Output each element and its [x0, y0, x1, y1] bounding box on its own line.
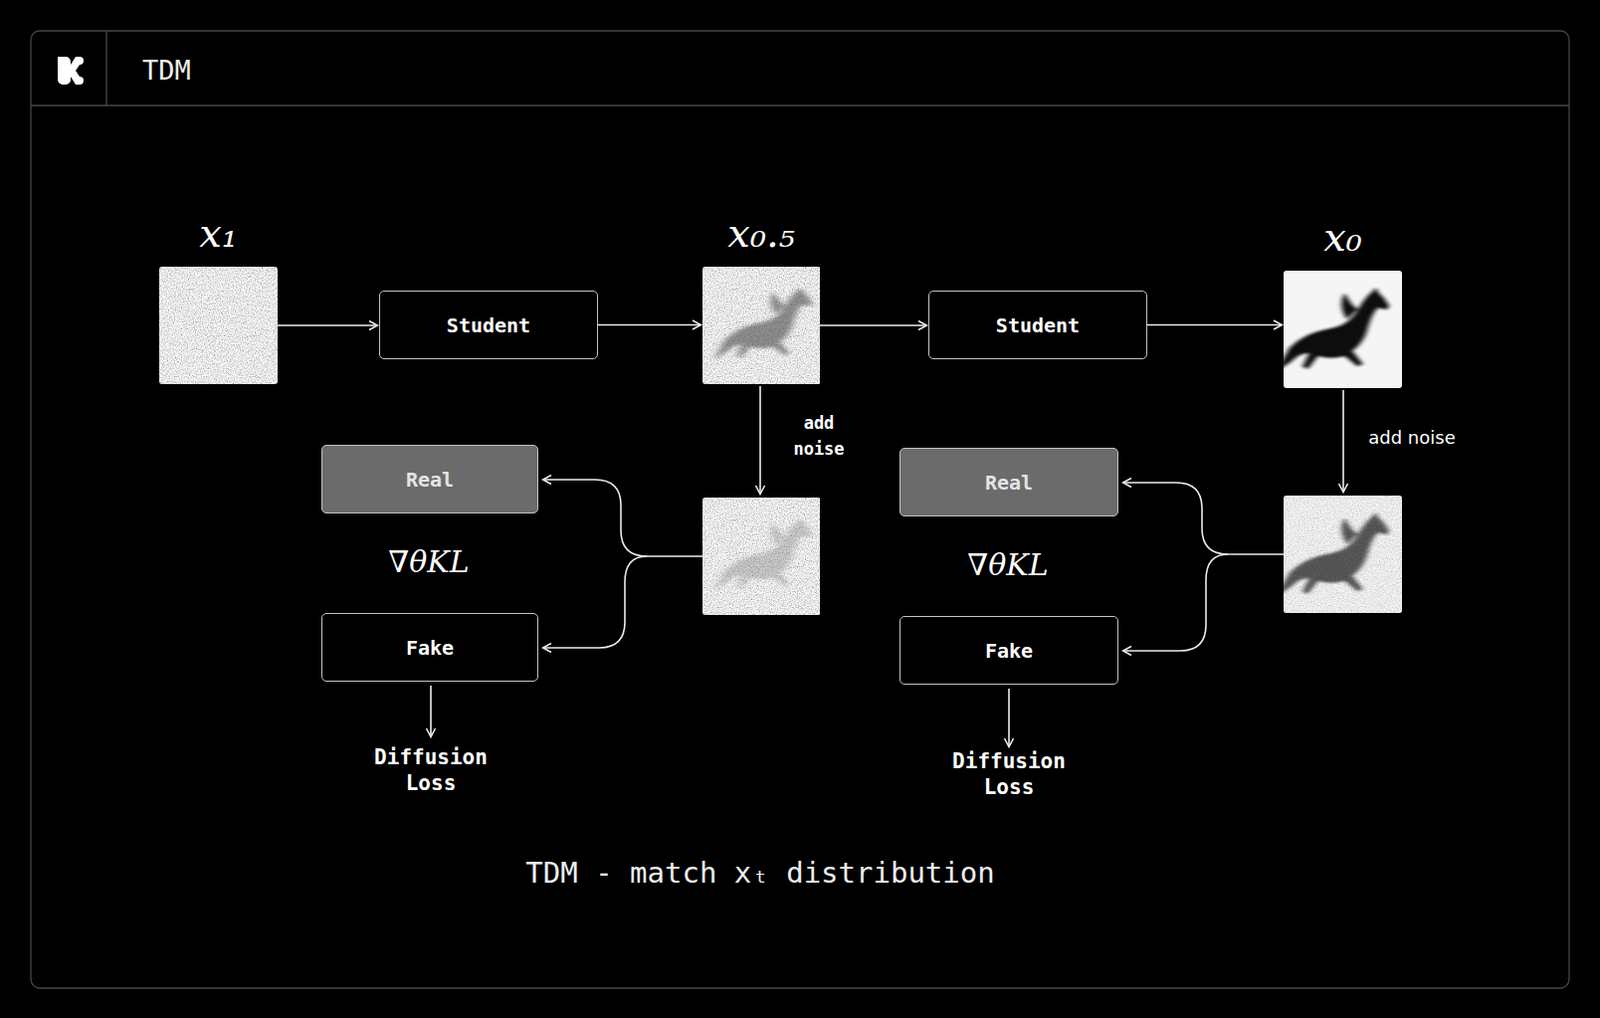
half-noisy-image [702, 266, 820, 385]
loss-label: Diffusion Loss [939, 748, 1079, 801]
header-rule [30, 104, 1570, 106]
kl-gradient: ∇θKL [388, 544, 469, 580]
image-tile: x₀ [1283, 270, 1402, 389]
loss-label: Diffusion Loss [361, 744, 501, 798]
header-divider [105, 30, 107, 106]
real-score-box: Real [321, 444, 539, 514]
image-tile: x₁ [159, 266, 278, 385]
step-note: add noise [1368, 426, 1455, 448]
diagram-caption: TDM - match xₜ distribution [525, 855, 995, 890]
flow-arrow [819, 324, 927, 327]
image-heading: x₁ [199, 212, 238, 253]
leader-lines [430, 386, 1344, 747]
box-label: Real [405, 467, 454, 492]
image-heading: x₀ [1323, 216, 1363, 257]
step-note: add noise [779, 410, 859, 462]
image-tile: x₀.₅ [702, 266, 820, 385]
outer-frame [30, 30, 1570, 989]
renoised-image [1283, 495, 1402, 613]
box-label: Fake [405, 635, 454, 660]
kl-gradient: ∇θKL [967, 547, 1048, 583]
student-box: Student [928, 290, 1148, 360]
image-heading: x₀.₅ [727, 212, 795, 253]
renoised-image [702, 497, 820, 615]
student-box: Student [379, 290, 599, 360]
fake-score-box: Fake [899, 615, 1119, 685]
diagram-title: TDM [142, 54, 192, 86]
clean-image [1283, 270, 1402, 389]
real-score-box: Real [899, 447, 1119, 517]
flow-arrow [1147, 324, 1282, 327]
box-label: Real [985, 470, 1033, 495]
flow-arrow [598, 324, 701, 327]
noise-image [159, 266, 278, 385]
box-label: Fake [985, 638, 1033, 663]
flow-arrow [277, 324, 378, 327]
box-label: Student [996, 313, 1080, 338]
box-label: Student [446, 313, 531, 338]
fake-score-box: Fake [321, 612, 539, 682]
logo-mark [57, 56, 84, 85]
